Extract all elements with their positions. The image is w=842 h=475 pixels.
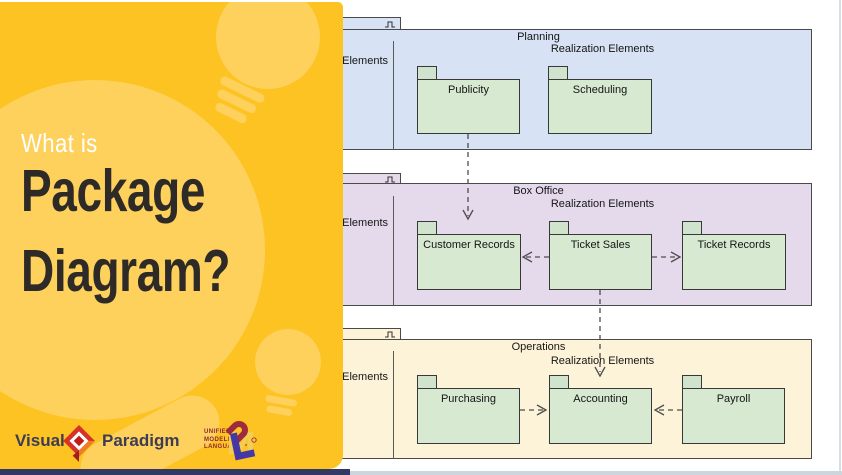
folder-tab — [682, 375, 702, 388]
folder-scheduling: Scheduling — [548, 66, 652, 134]
uml-logo-line: LANGUAGE™ — [204, 444, 248, 450]
package-body — [265, 29, 812, 150]
folder-purchasing: Purchasing — [417, 375, 520, 444]
headline-line1: Package — [21, 158, 206, 224]
uml-logo-text: UNIFIED MODELING LANGUAGE™ — [204, 429, 248, 452]
folder-body: Ticket Records — [682, 234, 786, 290]
folder-accounting: Accounting — [549, 375, 652, 444]
folder-tab — [417, 221, 437, 234]
folder-ticket-sales: Ticket Sales — [549, 221, 652, 290]
realization-elements-label: Realization Elements — [550, 355, 655, 367]
folder-tab — [549, 221, 569, 234]
folder-tab — [682, 221, 702, 234]
folder-label: Scheduling — [572, 84, 628, 96]
uml-logo-monogram-icon: M — [225, 421, 257, 462]
folder-label: Ticket Sales — [570, 239, 631, 251]
folder-payroll: Payroll — [682, 375, 785, 444]
lightbulb-icon-bottom — [255, 329, 321, 416]
folder-body: Publicity — [417, 79, 520, 134]
folder-ticket-records: Ticket Records — [682, 221, 786, 290]
uml-logo-line: MODELING — [204, 436, 240, 443]
compartment-divider — [393, 41, 394, 150]
yellow-title-card: What is Package Diagram? Visual Paradigm… — [0, 2, 343, 469]
folder-body: Accounting — [549, 388, 652, 444]
folder-tab — [549, 375, 569, 388]
package-title: Operations — [511, 341, 566, 353]
canvas-bottom-edge — [338, 471, 842, 475]
package-title: Planning — [517, 31, 560, 43]
card-decorations — [0, 2, 321, 469]
folder-label: Payroll — [716, 393, 751, 405]
bottom-shadow-strip — [0, 469, 350, 475]
headline-line2: Diagram? — [21, 238, 231, 304]
subdiagram-icon — [385, 21, 395, 28]
folder-customer-records: Customer Records — [417, 221, 521, 290]
highlight-bar — [80, 395, 220, 469]
folder-body: Customer Records — [417, 234, 521, 290]
folder-body: Scheduling — [548, 79, 652, 134]
folder-tab — [417, 375, 437, 388]
folder-body: Purchasing — [417, 388, 520, 444]
folder-tab — [417, 66, 437, 79]
folder-label: Ticket Records — [697, 239, 771, 251]
uml-logo-line: UNIFIED — [204, 429, 231, 435]
realization-elements-label: Realization Elements — [550, 198, 655, 210]
brand-word-visual: Visual — [15, 431, 65, 450]
folder-label: Customer Records — [423, 239, 515, 251]
eyebrow-text: What is — [21, 128, 98, 158]
folder-publicity: Publicity — [417, 66, 520, 134]
compartment-divider — [393, 351, 394, 459]
folder-body: Payroll — [682, 388, 785, 444]
subdiagram-icon — [385, 176, 395, 183]
lightbulb-icon-top — [215, 2, 320, 123]
compartment-divider — [393, 196, 394, 306]
subdiagram-icon — [385, 331, 395, 338]
folder-label: Publicity — [448, 84, 489, 96]
realization-elements-label: Realization Elements — [550, 43, 655, 55]
folder-label: Purchasing — [440, 393, 497, 405]
folder-body: Ticket Sales — [549, 234, 652, 290]
package-title: Box Office — [513, 185, 564, 197]
light-circle — [0, 80, 265, 420]
folder-label: Accounting — [573, 393, 628, 405]
canvas-right-edge — [839, 0, 841, 473]
brand-word-paradigm: Paradigm — [102, 431, 180, 450]
visual-paradigm-diamond-icon — [63, 425, 95, 462]
folder-tab — [548, 66, 568, 79]
